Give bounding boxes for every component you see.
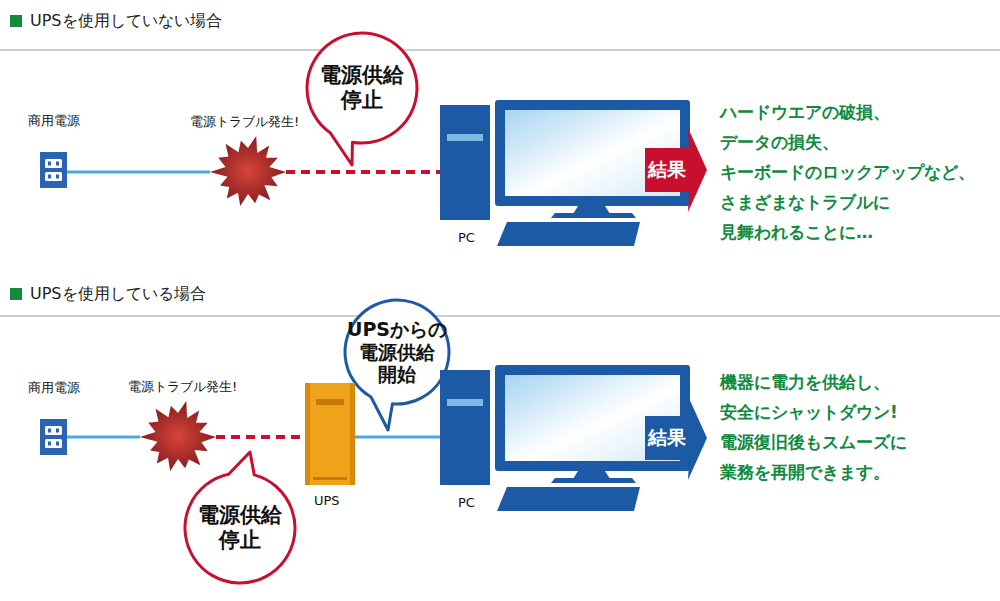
bubble-outline bbox=[185, 452, 295, 583]
keyboard bbox=[497, 222, 640, 246]
arrow-text: 結果 bbox=[648, 425, 686, 451]
heading-marker bbox=[10, 288, 22, 300]
node-label: UPS bbox=[314, 493, 340, 508]
arrow-shape bbox=[645, 396, 707, 480]
outlet-plate bbox=[40, 419, 67, 455]
outlet-socket bbox=[45, 159, 62, 168]
heading-marker bbox=[10, 15, 22, 27]
node-label: PC bbox=[458, 495, 475, 510]
power-line bbox=[67, 171, 210, 174]
arrow-shape bbox=[645, 128, 707, 212]
node-label: PC bbox=[458, 230, 475, 245]
node-label: 電源トラブル発生! bbox=[128, 378, 237, 396]
ups-foot bbox=[313, 477, 347, 480]
socket-slot bbox=[56, 175, 59, 179]
socket-slot bbox=[56, 429, 59, 433]
result-note: ハードウエアの破損、 データの損失、 キーボードのロックアップなど、 さまざまな… bbox=[720, 97, 975, 247]
pc-tower bbox=[440, 370, 490, 485]
arrow-text: 結果 bbox=[648, 157, 686, 183]
burst-outline bbox=[140, 399, 216, 475]
result-note: 機器に電力を供給し、 安全にシャットダウン! 電源復旧後もスムーズに 業務を再開… bbox=[720, 367, 907, 487]
result-arrow: 結果 bbox=[645, 128, 707, 212]
bubble-outline bbox=[345, 300, 449, 430]
socket-slot bbox=[56, 442, 59, 446]
pc-tower bbox=[440, 105, 490, 220]
outlet-socket bbox=[45, 172, 62, 181]
speech-bubble: 電源供給 停止 bbox=[185, 473, 295, 583]
keyboard bbox=[497, 487, 640, 511]
drive-slot bbox=[447, 399, 483, 406]
monitor-neck bbox=[573, 471, 610, 479]
ups-edge bbox=[305, 383, 310, 485]
result-arrow: 結果 bbox=[645, 396, 707, 480]
node-label: 商用電源 bbox=[28, 112, 80, 130]
ups-slot bbox=[316, 399, 344, 405]
ups-edge bbox=[350, 383, 355, 485]
monitor-neck bbox=[573, 206, 610, 214]
cut-power-line bbox=[286, 170, 440, 174]
outlet-socket bbox=[45, 439, 62, 448]
socket-slot bbox=[48, 429, 51, 433]
burst-star bbox=[210, 136, 286, 206]
bubble-outline bbox=[307, 33, 417, 165]
trouble-burst: 電源トラブル発生! bbox=[210, 134, 286, 210]
cut-power-line bbox=[216, 435, 305, 439]
outlet-outline bbox=[40, 152, 67, 188]
monitor-base bbox=[551, 213, 636, 218]
socket-slot bbox=[48, 442, 51, 446]
bubble-text: 電源供給 停止 bbox=[198, 503, 282, 553]
bubble-text: 電源供給 停止 bbox=[320, 63, 404, 113]
section-rule bbox=[0, 316, 1000, 317]
trouble-burst: 電源トラブル発生! bbox=[140, 399, 216, 475]
section-rule bbox=[0, 50, 1000, 51]
outlet-outline bbox=[40, 419, 67, 455]
section-heading: UPSを使用していない場合 bbox=[30, 12, 222, 30]
socket-slot bbox=[56, 162, 59, 166]
monitor-base bbox=[551, 478, 636, 483]
power-line bbox=[67, 436, 140, 439]
burst-outline bbox=[210, 134, 286, 210]
socket-slot bbox=[48, 175, 51, 179]
ups-unit: UPS bbox=[305, 383, 355, 485]
bubble-text: UPSからの 電源供給 開始 bbox=[347, 318, 447, 386]
speech-bubble: 電源供給 停止 bbox=[307, 33, 417, 143]
node-label: 商用電源 bbox=[28, 379, 80, 397]
socket-slot bbox=[48, 162, 51, 166]
ups-body bbox=[305, 383, 355, 485]
burst-star bbox=[140, 401, 216, 471]
speech-bubble: UPSからの 電源供給 開始 bbox=[345, 300, 449, 404]
node-label: 電源トラブル発生! bbox=[190, 113, 299, 131]
ups-outline bbox=[305, 383, 355, 485]
drive-slot bbox=[447, 134, 483, 141]
outlet-plate bbox=[40, 152, 67, 188]
outlet-socket bbox=[45, 426, 62, 435]
section-heading: UPSを使用している場合 bbox=[30, 285, 206, 303]
power-outlet: 商用電源 bbox=[40, 152, 67, 188]
power-line bbox=[355, 436, 440, 439]
power-outlet: 商用電源 bbox=[40, 419, 67, 455]
